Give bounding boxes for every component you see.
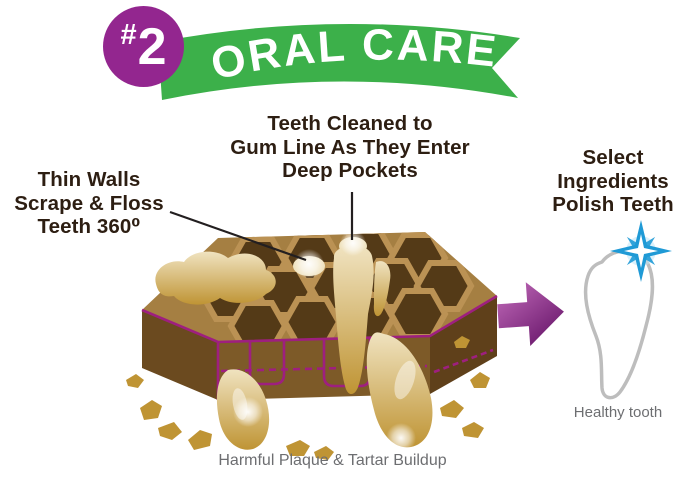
callout-line: Thin Walls	[37, 168, 141, 191]
tooth-drip-main	[333, 245, 374, 395]
dental-chew-illustration	[126, 230, 498, 460]
badge-number: 2	[137, 17, 167, 76]
glow-dot	[294, 249, 324, 279]
rank-badge: # 2	[103, 6, 184, 87]
glow-dot	[340, 230, 366, 256]
tooth-top	[155, 251, 276, 305]
glow-dots	[233, 230, 416, 453]
callout-line: Teeth 360⁰	[37, 215, 141, 239]
callout-line: Teeth Cleaned to	[267, 112, 433, 135]
callout-teeth-cleaned: Teeth Cleaned to Gum Line As They Enter …	[195, 112, 505, 183]
callout-line: Scrape & Floss	[14, 191, 164, 215]
sparkle-icon	[610, 220, 672, 282]
callout-line: Deep Pockets	[282, 159, 418, 183]
oral-care-ribbon: ORAL CARE	[158, 21, 520, 100]
plaque-bits	[126, 336, 490, 460]
glow-dot	[233, 397, 263, 427]
callout-thin-walls: Thin Walls Scrape & Floss Teeth 360⁰	[0, 168, 178, 239]
harmful-plaque-caption: Harmful Plaque & Tartar Buildup	[218, 452, 447, 469]
callout-line: Ingredients	[557, 169, 669, 193]
healthy-tooth-icon	[583, 249, 655, 400]
healthy-tooth-caption: Healthy tooth	[573, 404, 663, 421]
callout-line: Gum Line As They Enter	[230, 135, 470, 159]
ribbon-shape	[158, 23, 520, 100]
glow-dot	[386, 423, 416, 453]
tooth-bottom-right	[366, 332, 433, 448]
callout-select-ingredients: Select Ingredients Polish Teeth	[547, 146, 679, 217]
badge-hash: #	[120, 19, 137, 51]
right-panel-graphics	[497, 220, 672, 400]
callout-line: Select	[582, 146, 644, 169]
tooth-drip-small	[373, 261, 391, 317]
arrow-right-icon	[497, 282, 564, 347]
callout-line: Polish Teeth	[552, 193, 674, 217]
